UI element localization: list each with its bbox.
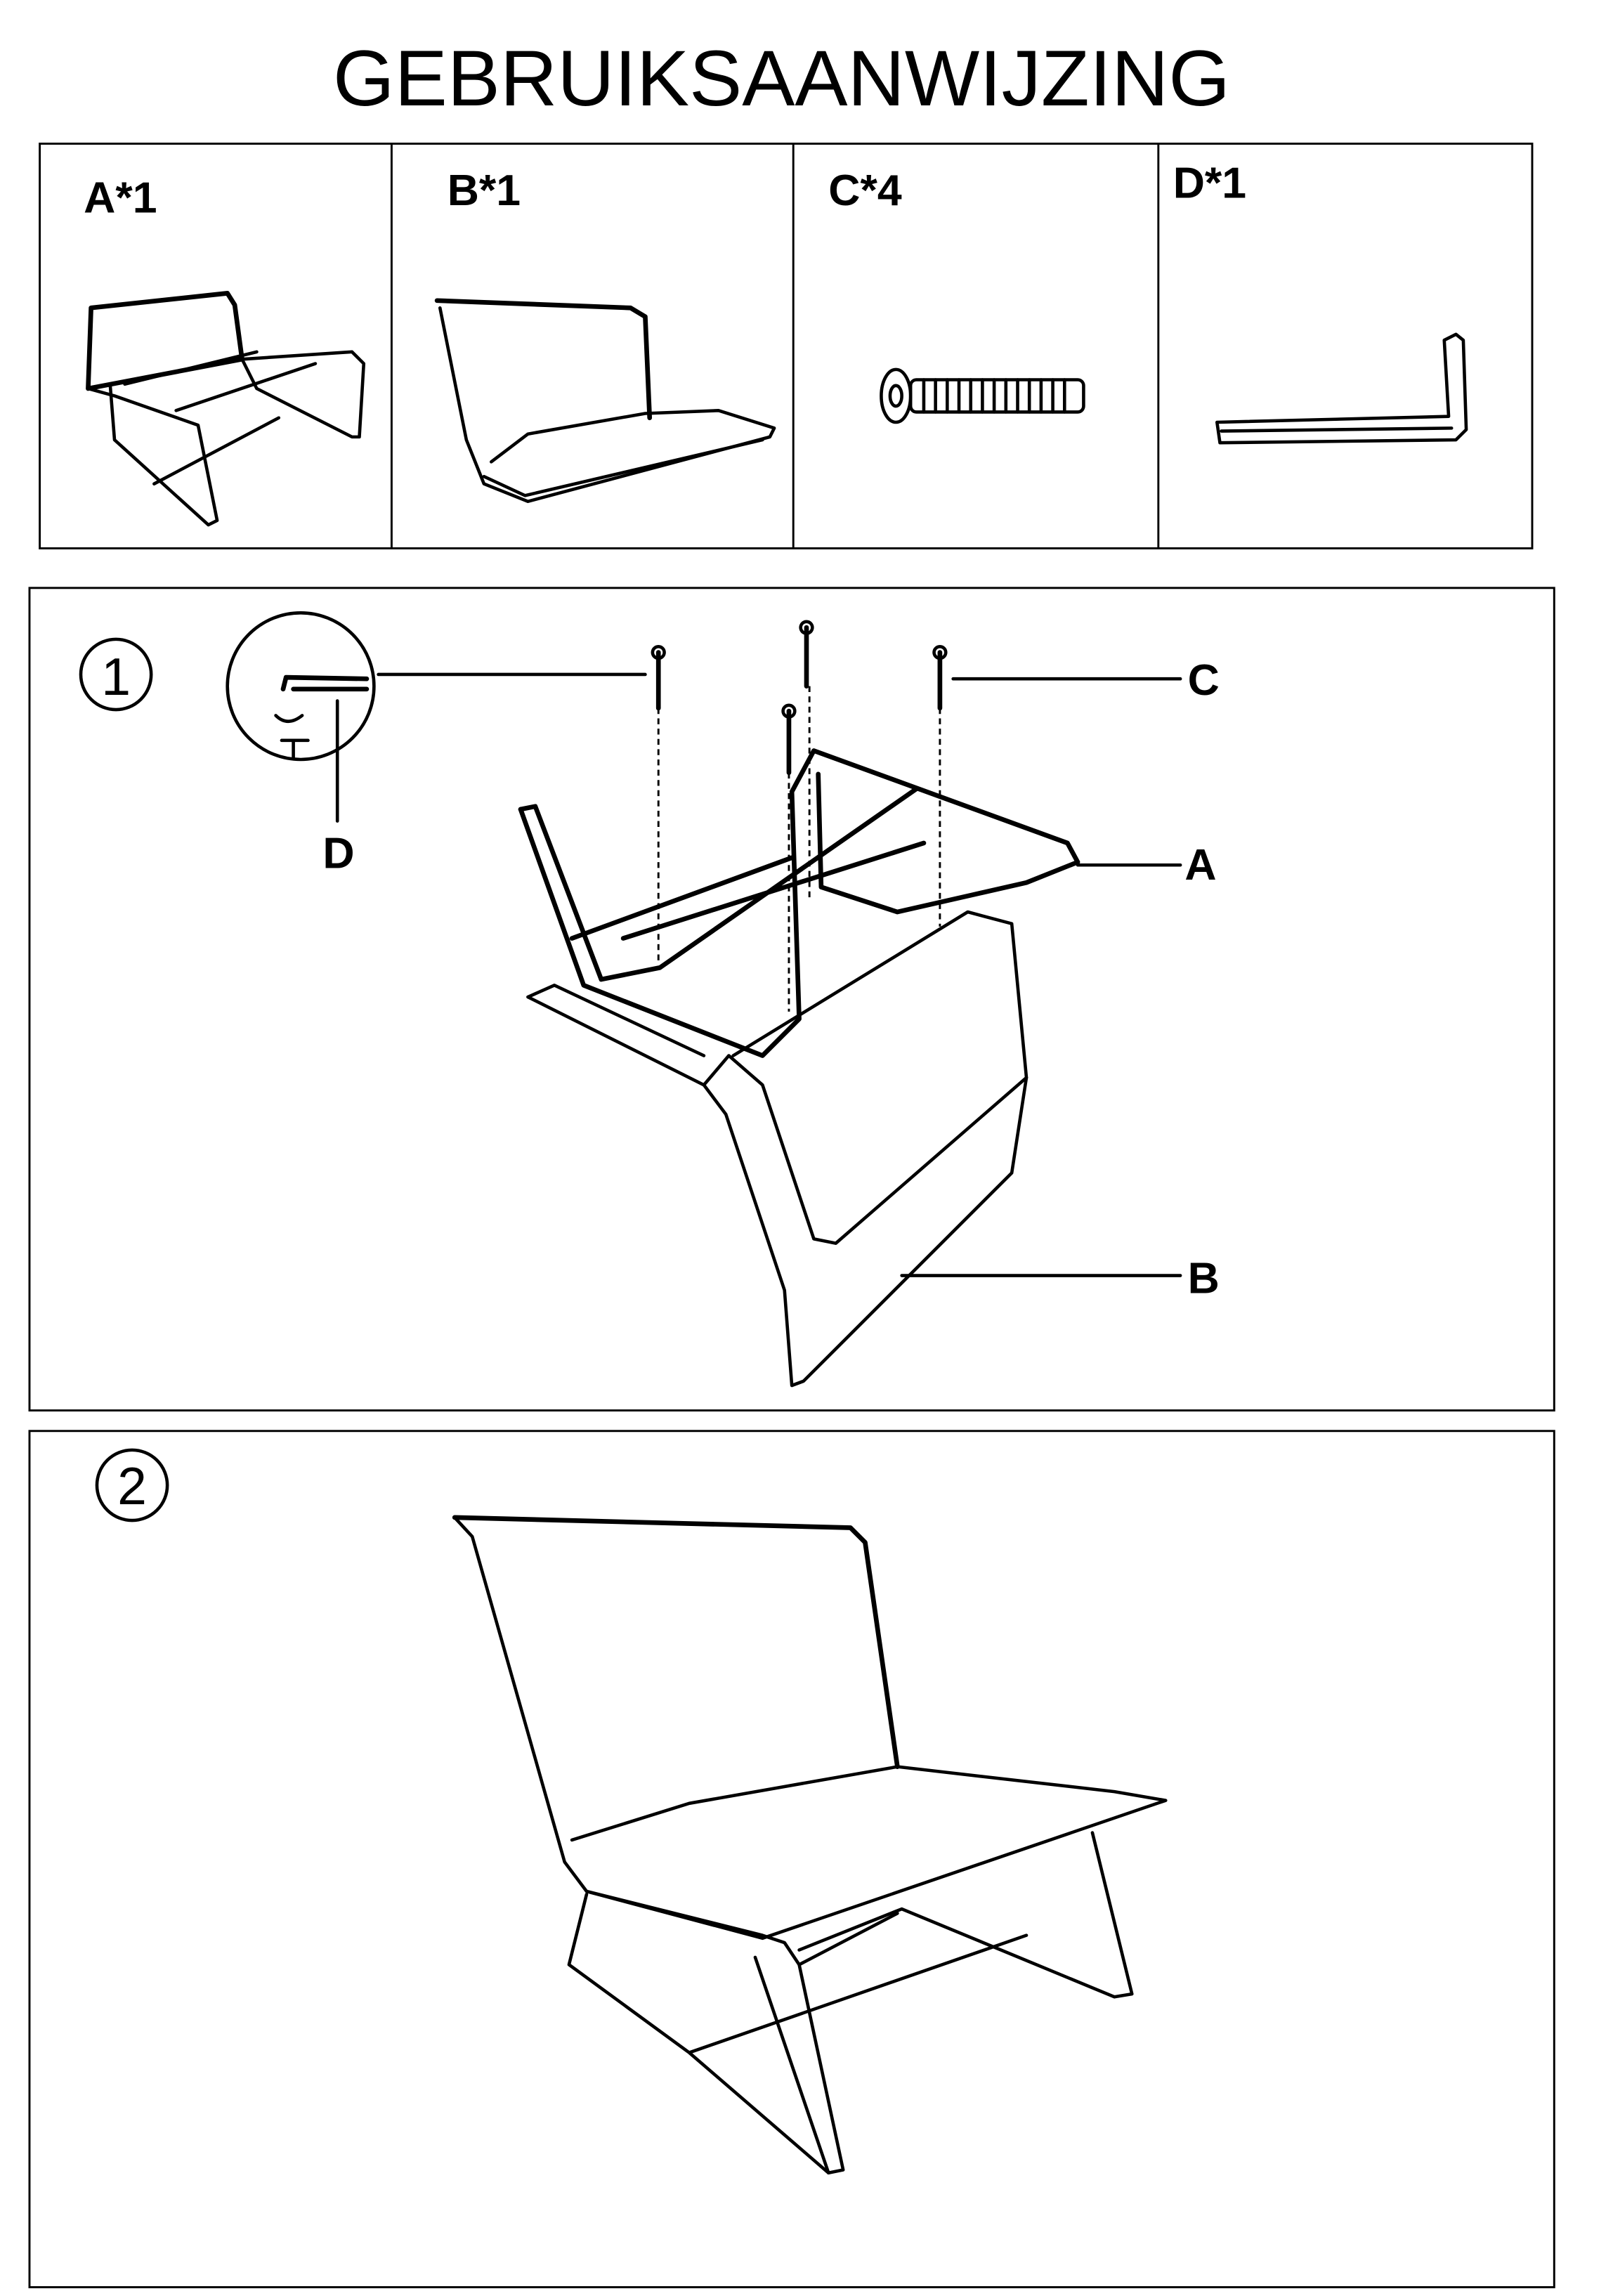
bolt-icon [880,367,1085,424]
step-2-number: 2 [117,1456,147,1515]
callout-d: D [322,828,354,878]
callout-b: B [1188,1254,1220,1303]
part-d-label: D*1 [1173,159,1246,208]
callout-a: A [1184,840,1216,889]
part-a-label: A*1 [84,174,157,223]
step-1-panel: 1 D C A B [28,587,1555,1412]
allen-key-detail-icon [226,611,376,762]
page-title: GEBRUIKSAANWIJZING [333,34,1230,122]
assembled-chair-drawing [452,1515,1168,2175]
part-b-label: B*1 [448,166,521,215]
cushion-upside-down-drawing [526,910,1028,1388]
allen-key-icon [1215,332,1468,445]
part-c-label: C*4 [828,166,902,215]
step-1-number: 1 [101,647,131,706]
seat-cushion-icon [434,298,776,503]
parts-table: A*1 B*1 C*4 D*1 [39,143,1534,549]
frame-upside-down-drawing [518,748,1080,1058]
chair-frame-icon [86,291,366,527]
callout-c: C [1188,655,1220,705]
step-2-panel: 2 [28,1430,1555,2288]
bolts-group [651,620,948,1012]
